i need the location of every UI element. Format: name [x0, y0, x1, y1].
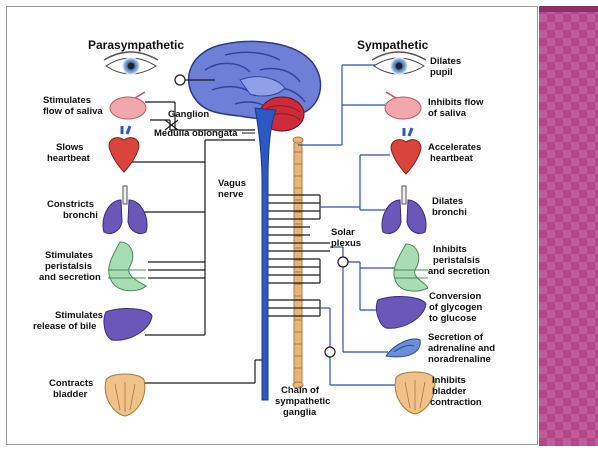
symp-effect-saliva-line2: of saliva: [428, 108, 467, 119]
sympathetic-wiring: [298, 65, 395, 385]
symp-effect-adrenal-line2: adrenaline and: [428, 343, 495, 354]
chain-label-line1: Chain of: [281, 385, 320, 396]
para-effect-saliva-line1: Stimulates: [43, 95, 91, 106]
stomach-icon: [108, 242, 146, 291]
symp-effect-stomach-line2: peristalsis: [433, 255, 480, 266]
symp-effect-stomach-line1: Inhibits: [433, 244, 467, 255]
eye-icon: [372, 52, 426, 75]
ganglion-label: Ganglion: [168, 109, 209, 120]
lungs-icon: [382, 186, 426, 234]
sympathetic-chain: [293, 137, 303, 388]
symp-effect-liver-line3: to glucose: [429, 313, 477, 324]
sympathetic-labels: Dilates pupil Inhibits flow of saliva Ac…: [428, 56, 495, 408]
para-effect-bladder-line1: Contracts: [49, 378, 93, 389]
symp-effect-adrenal-line3: noradrenaline: [428, 354, 491, 365]
adrenal-gland-icon: [386, 339, 420, 357]
para-effect-stomach-line1: Stimulates: [45, 250, 93, 261]
solar-plexus-label-line1: Solar: [331, 227, 355, 238]
symp-effect-bladder-line1: Inhibits: [432, 375, 466, 386]
salivary-gland-icon: [110, 92, 146, 119]
symp-effect-pupil-line1: Dilates: [430, 56, 461, 67]
spinal-cord: [255, 108, 276, 400]
salivary-gland-icon: [385, 92, 421, 119]
solar-plexus-label-line2: plexus: [331, 238, 361, 249]
symp-effect-bronchi-line1: Dilates: [432, 196, 463, 207]
symp-effect-saliva-line1: Inhibits flow: [428, 97, 484, 108]
liver-icon: [104, 309, 152, 341]
bladder-icon: [105, 374, 145, 416]
para-effect-stomach-line2: peristalsis: [45, 261, 92, 272]
symp-effect-liver-line2: of glycogen: [429, 302, 483, 313]
para-effect-bladder-line2: bladder: [53, 389, 88, 400]
heart-icon: [109, 126, 139, 172]
eye-icon: [104, 52, 158, 75]
symp-effect-heart-line1: Accelerates: [428, 142, 481, 153]
symp-effect-adrenal-line1: Secretion of: [428, 332, 484, 343]
stomach-icon: [394, 244, 428, 291]
vagus-label-line2: nerve: [218, 189, 243, 200]
heart-icon: [391, 128, 421, 174]
para-effect-bronchi-line1: Constricts: [47, 199, 94, 210]
symp-effect-bladder-line2: bladder: [432, 386, 467, 397]
medulla-oblongata-label: Medulla oblongata: [154, 128, 238, 139]
symp-effect-liver-line1: Conversion: [429, 291, 481, 302]
para-effect-heart-line1: Slows: [56, 142, 83, 153]
symp-effect-heart-line2: heartbeat: [430, 153, 474, 164]
para-effect-stomach-line3: and secretion: [39, 272, 101, 283]
vagus-nerve-wiring: [130, 140, 262, 383]
bladder-icon: [395, 372, 435, 414]
vagus-label-line1: Vagus: [218, 178, 246, 189]
para-effect-saliva-line2: flow of saliva: [43, 106, 103, 117]
bladder-ganglion-node: [325, 347, 335, 357]
para-effect-bronchi-line2: bronchi: [63, 210, 98, 221]
sympathetic-header: Sympathetic: [357, 38, 429, 52]
lungs-icon: [103, 186, 147, 234]
parasympathetic-header: Parasympathetic: [88, 38, 184, 52]
liver-icon: [376, 297, 426, 329]
symp-effect-bronchi-line2: bronchi: [432, 207, 467, 218]
symp-effect-bladder-line3: contraction: [430, 397, 482, 408]
parasympathetic-labels: Stimulates flow of saliva Slows heartbea…: [33, 95, 103, 400]
symp-effect-pupil-line2: pupil: [430, 67, 453, 78]
para-effect-heart-line2: heartbeat: [47, 153, 91, 164]
para-effect-bile-line1: Stimulates: [55, 310, 103, 321]
chain-label-line3: ganglia: [283, 407, 317, 418]
para-effect-bile-line2: release of bile: [33, 321, 96, 332]
solar-plexus-node: [338, 257, 348, 267]
chain-label-line2: sympathetic: [275, 396, 330, 407]
symp-effect-stomach-line3: and secretion: [428, 266, 490, 277]
